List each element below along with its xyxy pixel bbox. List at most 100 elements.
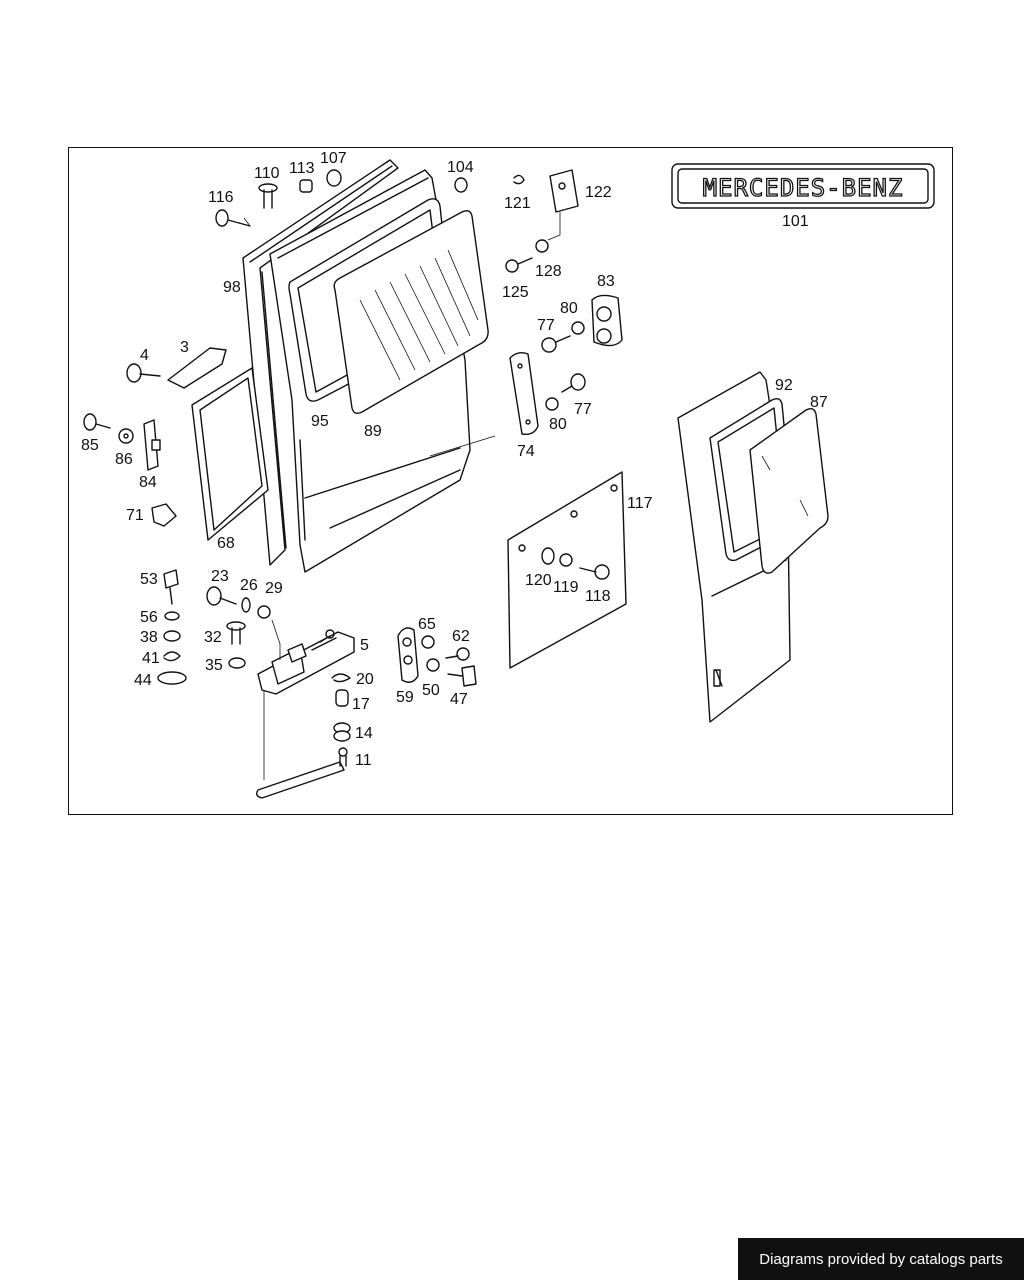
washer-26	[241, 597, 251, 613]
label-128: 128	[535, 263, 562, 280]
label-3: 3	[180, 339, 189, 356]
clip-121	[513, 174, 525, 185]
screw-85	[83, 413, 111, 431]
label-26: 26	[240, 577, 258, 594]
label-77-top: 77	[537, 317, 555, 334]
label-87: 87	[810, 394, 828, 411]
washer-65	[421, 635, 435, 649]
label-118: 118	[585, 588, 611, 605]
label-125: 125	[502, 284, 529, 301]
label-83: 83	[597, 273, 615, 290]
lock-plate-122	[549, 169, 579, 213]
label-95: 95	[311, 413, 329, 430]
label-119: 119	[553, 579, 579, 596]
washer-50	[426, 658, 440, 672]
label-14: 14	[355, 725, 373, 742]
label-89: 89	[364, 423, 382, 440]
screw-125	[505, 257, 533, 273]
label-11: 11	[355, 752, 372, 769]
cap-107	[326, 169, 342, 187]
washer-38	[163, 630, 181, 642]
hinge-59	[397, 627, 419, 683]
label-113: 113	[289, 160, 315, 177]
washer-128	[535, 239, 549, 253]
label-62: 62	[452, 628, 470, 645]
screw-77-top	[541, 335, 571, 353]
label-68: 68	[217, 535, 235, 552]
label-35: 35	[205, 657, 223, 674]
label-107: 107	[320, 150, 347, 167]
label-84: 84	[139, 474, 157, 491]
badge-text: MERCEDES-BENZ	[703, 174, 904, 202]
screw-77-bottom	[561, 373, 586, 393]
label-44: 44	[134, 672, 152, 689]
label-41: 41	[142, 650, 160, 667]
label-80-bottom: 80	[549, 416, 567, 433]
label-117: 117	[627, 495, 653, 512]
strap-74	[509, 351, 539, 436]
plug-104	[454, 177, 468, 193]
door-seal-68	[191, 367, 269, 541]
label-110: 110	[254, 165, 280, 182]
label-53: 53	[140, 571, 158, 588]
washer-35	[228, 657, 246, 669]
part-labels: 110 113 107 104 121 122 116 101 98 128 1…	[81, 150, 828, 769]
label-80-top: 80	[560, 300, 578, 317]
label-101: 101	[782, 213, 809, 230]
lock-mechanism-5	[257, 629, 355, 695]
label-29: 29	[265, 580, 283, 597]
washer-56	[164, 611, 180, 621]
screw-23	[206, 586, 237, 606]
label-71: 71	[126, 507, 144, 524]
label-56: 56	[140, 609, 158, 626]
label-122: 122	[585, 184, 612, 201]
right-window-glass-87	[749, 407, 829, 574]
mercedes-benz-badge: MERCEDES-BENZ	[671, 163, 935, 209]
washer-29	[257, 605, 271, 619]
label-4: 4	[140, 347, 149, 364]
label-92: 92	[775, 377, 793, 394]
diagram-credit-footer: Diagrams provided by catalogs parts	[738, 1238, 1024, 1280]
screw-32	[226, 621, 246, 645]
label-38: 38	[140, 629, 158, 646]
label-5: 5	[360, 637, 369, 654]
washer-119	[559, 553, 573, 567]
clip-41	[163, 651, 181, 662]
screw-116	[215, 209, 251, 227]
label-120: 120	[525, 572, 552, 589]
label-50: 50	[422, 682, 440, 699]
plug-71	[151, 503, 177, 527]
interior-panel-117	[507, 471, 627, 669]
rod-11	[255, 747, 348, 799]
label-20: 20	[356, 671, 374, 688]
label-77-bottom: 77	[574, 401, 592, 418]
washer-80-top	[571, 321, 585, 335]
label-59: 59	[396, 689, 414, 706]
label-85: 85	[81, 437, 99, 454]
bolt-47	[447, 665, 477, 687]
bushing-17	[335, 689, 349, 707]
label-116: 116	[208, 189, 234, 206]
bolt-110	[258, 183, 278, 209]
clip-84	[143, 419, 161, 471]
label-65: 65	[418, 616, 436, 633]
label-121: 121	[504, 195, 531, 212]
washer-80-bottom	[545, 397, 559, 411]
label-86: 86	[115, 451, 133, 468]
label-74: 74	[517, 443, 535, 460]
screw-62	[445, 647, 470, 661]
bushing-14	[333, 722, 351, 742]
handle-3	[167, 347, 227, 389]
rear-door-outer-frame	[242, 159, 399, 566]
clip-20	[331, 673, 351, 683]
bumper-83	[591, 294, 623, 347]
bushing-113	[299, 179, 313, 193]
label-32: 32	[204, 629, 222, 646]
screw-4	[126, 363, 161, 383]
ring-44	[157, 671, 187, 685]
screw-118	[579, 564, 610, 580]
washer-86	[118, 428, 134, 444]
label-23: 23	[211, 568, 229, 585]
bolt-53	[163, 569, 179, 605]
